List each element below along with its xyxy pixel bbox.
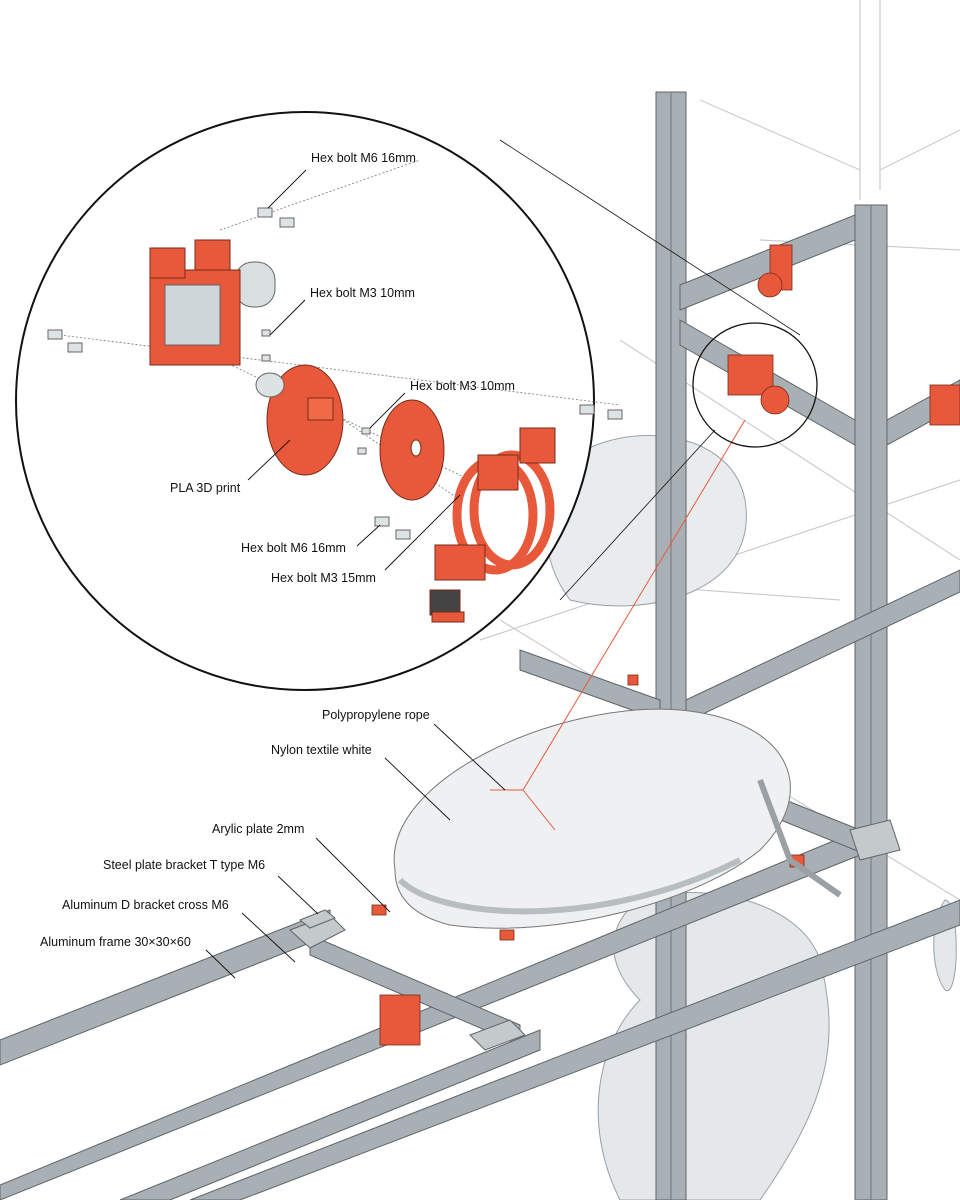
exploded-parts [47,159,623,623]
callout-steel-plate-bracket: Steel plate bracket T type M6 [103,858,266,872]
callout-polypropylene-rope: Polypropylene rope [322,708,430,722]
callout-hex-bolt-m6-top: Hex bolt M6 16mm [311,151,416,165]
callout-hex-bolt-m3-middle: Hex bolt M3 10mm [410,379,515,393]
callout-hex-bolt-m6-bottom: Hex bolt M6 16mm [241,541,346,555]
callout-aluminum-frame: Aluminum frame 30×30×60 [40,935,191,949]
scene-printed-parts [371,244,960,1046]
polypropylene-rope [490,419,746,831]
textile-balloon [393,708,842,929]
callout-hex-bolt-m3-15: Hex bolt M3 15mm [271,571,376,585]
callout-hex-bolt-m3-upper: Hex bolt M3 10mm [310,286,415,300]
callout-pla-3d-print: PLA 3D print [170,481,241,495]
callout-nylon-textile: Nylon textile white [271,743,372,757]
leader-lines [205,169,506,979]
callout-aluminum-d-bracket: Aluminum D bracket cross M6 [62,898,229,912]
callout-acrylic-plate: Arylic plate 2mm [212,822,305,836]
steel-brackets [289,819,901,1051]
